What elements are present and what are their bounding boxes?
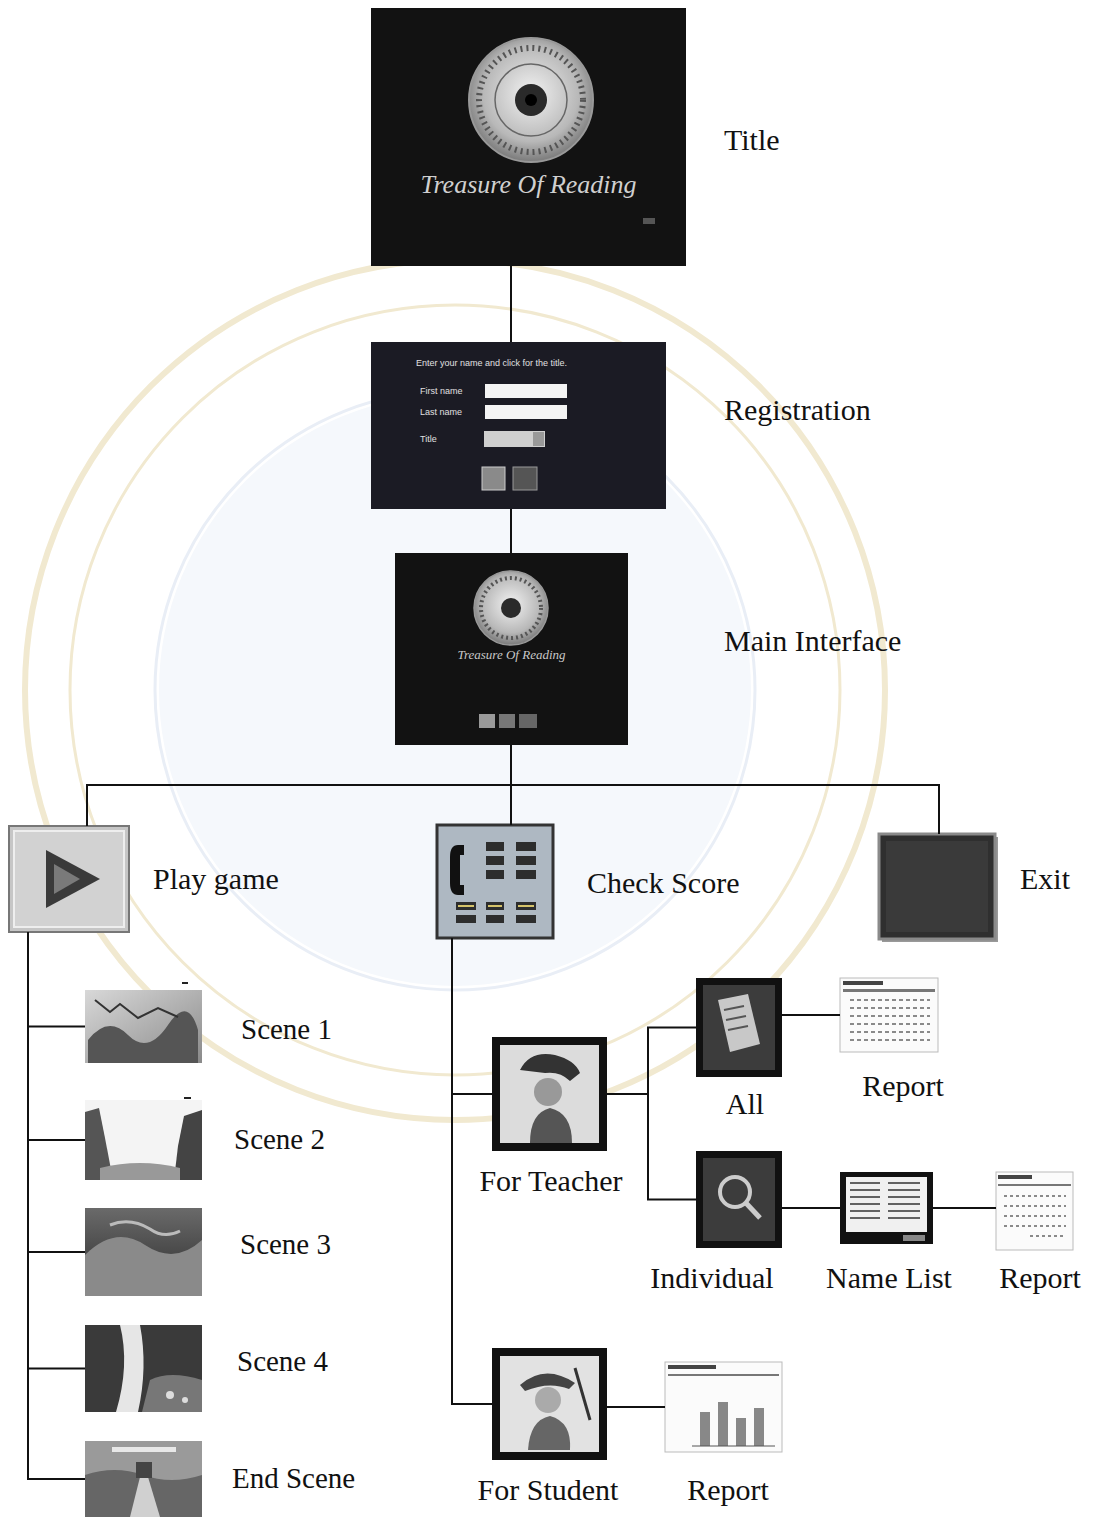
screen-label: Play game: [153, 862, 279, 897]
screen-label: For Teacher: [479, 1164, 622, 1199]
student-button: For Student: [492, 1348, 607, 1460]
connector-line: [607, 1028, 696, 1095]
scene-thumbnail: End Scene: [85, 1441, 202, 1517]
screen-text: Enter your name and click for the title.: [416, 358, 567, 368]
screen-text: First name: [420, 386, 463, 396]
connector-line: [28, 932, 85, 1027]
screen-label: Exit: [1020, 862, 1070, 897]
screen-label: Check Score: [587, 866, 739, 901]
connector-line: [782, 1207, 840, 1209]
connector-line: [28, 932, 85, 1140]
screen-label: All: [726, 1087, 764, 1122]
screen-label: Main Interface: [724, 624, 901, 659]
scene-thumbnail: Scene 2: [85, 1100, 202, 1180]
connector-line: [510, 509, 512, 553]
report-thumbnail: Report: [840, 978, 938, 1052]
screen-label: Scene 2: [234, 1123, 325, 1156]
teacher-button: For Teacher: [492, 1037, 607, 1151]
screen-label: Report: [999, 1261, 1081, 1296]
connector-line: [510, 266, 512, 342]
scene-thumbnail: Scene 3: [85, 1208, 202, 1296]
screen-text: Treasure Of Reading: [371, 170, 686, 200]
connector-line: [933, 1207, 996, 1209]
screen-label: End Scene: [232, 1462, 355, 1495]
check-score-button: Check Score: [437, 825, 553, 938]
connector-line: [28, 932, 85, 1479]
screen-label: Report: [862, 1069, 944, 1104]
connector-line: [452, 938, 492, 1094]
screen-text: Treasure Of Reading: [395, 648, 628, 663]
connector-line: [511, 745, 939, 834]
connector-line: [28, 932, 85, 1369]
screen-label: Name List: [826, 1261, 952, 1296]
individual-button: Individual: [696, 1151, 782, 1248]
play-game-button: Play game: [9, 826, 129, 932]
screen-label: Scene 4: [237, 1345, 328, 1378]
main-interface-screen: Main InterfaceTreasure Of Reading: [395, 553, 628, 745]
name-list-thumbnail: Name List: [840, 1172, 933, 1244]
screen-label: Scene 3: [240, 1228, 331, 1261]
title-screen: TitleTreasure Of Reading: [371, 8, 686, 266]
screen-label: Individual: [650, 1261, 773, 1296]
scene-thumbnail: Scene 4: [85, 1325, 202, 1412]
all-button: All: [696, 978, 782, 1077]
screen-text: Title: [420, 434, 437, 444]
report-thumbnail: Report: [665, 1362, 782, 1452]
connector-line: [782, 1014, 840, 1016]
report-thumbnail: Report: [996, 1172, 1073, 1250]
connector-line: [28, 932, 85, 1252]
screen-label: Title: [724, 123, 780, 158]
screen-label: For Student: [478, 1473, 619, 1508]
screen-label: Scene 1: [241, 1013, 332, 1046]
screen-label: Registration: [724, 393, 871, 428]
exit-button: Exit: [879, 834, 995, 939]
connector-line: [87, 745, 511, 826]
connector-line: [607, 1406, 665, 1408]
scene-thumbnail: Scene 1: [85, 990, 202, 1063]
screen-text: Last name: [420, 407, 462, 417]
screen-label: Report: [687, 1473, 769, 1508]
registration-screen: RegistrationEnter your name and click fo…: [371, 342, 666, 509]
